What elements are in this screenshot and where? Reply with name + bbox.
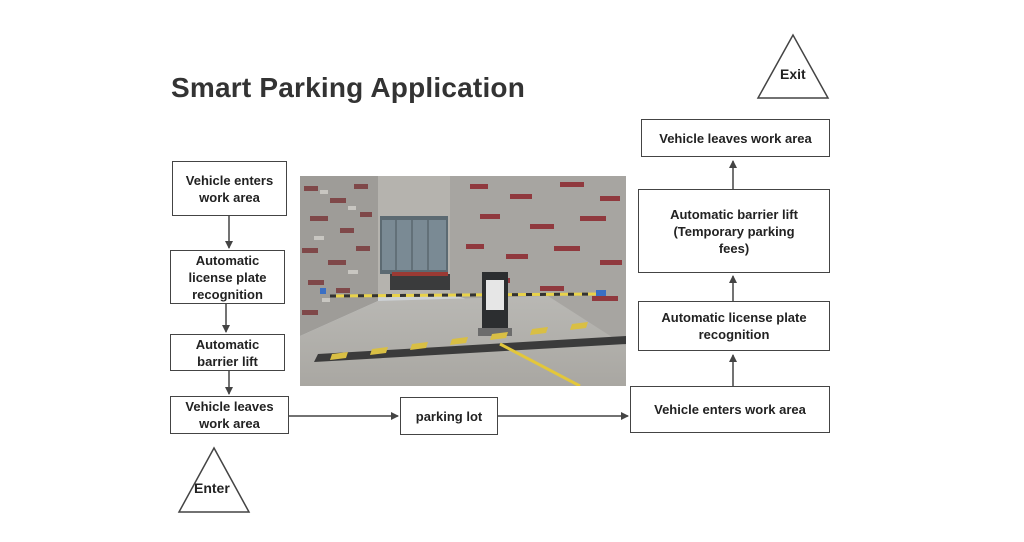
right-step-plate-recognition: Automatic license plate recognition: [638, 301, 830, 351]
right-step-3-text: Automatic barrier lift (Temporary parkin…: [670, 206, 798, 256]
left-step-barrier-lift: Automatic barrier lift: [170, 334, 285, 371]
left-step-vehicle-enters: Vehicle enters work area: [172, 161, 287, 216]
left-step-1-text: Vehicle enters work area: [185, 172, 274, 205]
left-step-plate-recognition: Automatic license plate recognition: [170, 250, 285, 304]
right-step-barrier-lift-fees: Automatic barrier lift (Temporary parkin…: [638, 189, 830, 273]
parking-lot-text: parking lot: [415, 408, 483, 424]
enter-label: Enter: [194, 480, 230, 496]
parking-entrance-photo: [300, 176, 626, 386]
left-step-4-text: Vehicle leaves work area: [185, 399, 274, 431]
enter-triangle: [177, 446, 251, 513]
left-step-vehicle-leaves: Vehicle leaves work area: [170, 396, 289, 434]
right-step-4-text: Vehicle leaves work area: [659, 130, 812, 146]
left-step-3-text: Automatic barrier lift: [195, 336, 260, 369]
parking-entrance-illustration: [300, 176, 626, 386]
exit-label: Exit: [780, 66, 806, 82]
right-step-1-text: Vehicle enters work area: [654, 402, 806, 417]
exit-triangle: [756, 33, 830, 99]
diagram-title: Smart Parking Application: [171, 72, 526, 103]
parking-lot-box: parking lot: [400, 397, 498, 435]
right-step-vehicle-enters: Vehicle enters work area: [630, 386, 830, 433]
right-step-2-text: Automatic license plate recognition: [661, 310, 807, 342]
right-step-vehicle-leaves: Vehicle leaves work area: [641, 119, 830, 157]
left-step-2-text: Automatic license plate recognition: [188, 252, 267, 302]
